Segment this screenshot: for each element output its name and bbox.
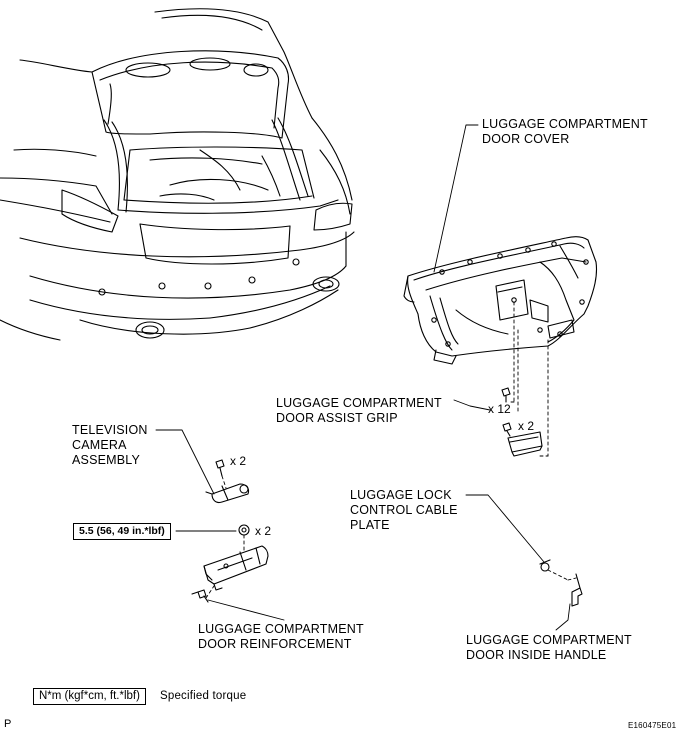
legend-box: N*m (kgf*cm, ft.*lbf) [33, 688, 146, 705]
label-tv-camera: TELEVISION CAMERA ASSEMBLY [72, 423, 148, 468]
qty-screws-grip: x 2 [518, 419, 535, 433]
label-line: LUGGAGE LOCK [350, 488, 452, 502]
label-line: DOOR ASSIST GRIP [276, 411, 398, 425]
label-line: DOOR COVER [482, 132, 570, 146]
assist-grip-illustration [501, 387, 543, 457]
legend-text: Specified torque [160, 690, 247, 702]
label-inside-handle: LUGGAGE COMPARTMENT DOOR INSIDE HANDLE [466, 633, 632, 663]
label-reinforcement: LUGGAGE COMPARTMENT DOOR REINFORCEMENT [198, 622, 364, 652]
figure-id: E160475E01 [628, 721, 677, 730]
label-line: DOOR INSIDE HANDLE [466, 648, 607, 662]
label-line: LUGGAGE COMPARTMENT [466, 633, 632, 647]
reinforcement-illustration [191, 524, 269, 603]
label-line: CAMERA [72, 438, 127, 452]
qty-screws-camera: x 2 [230, 454, 247, 468]
corner-letter: P [4, 718, 12, 730]
assembly-guide-lines [205, 301, 577, 599]
lock-plate-illustration [539, 559, 583, 607]
label-assist-grip: LUGGAGE COMPARTMENT DOOR ASSIST GRIP [276, 396, 442, 426]
label-lock-cable-plate: LUGGAGE LOCK CONTROL CABLE PLATE [350, 488, 458, 533]
leader-lines [155, 124, 571, 631]
label-line: DOOR REINFORCEMENT [198, 637, 352, 651]
label-door-cover: LUGGAGE COMPARTMENT DOOR COVER [482, 117, 648, 147]
label-line: CONTROL CABLE [350, 503, 458, 517]
label-line: TELEVISION [72, 423, 148, 437]
torque-spec-box: 5.5 (56, 49 in.*lbf) [73, 523, 171, 540]
label-line: LUGGAGE COMPARTMENT [198, 622, 364, 636]
qty-nuts-reinforcement: x 2 [255, 524, 272, 538]
tv-camera-illustration [205, 459, 250, 504]
label-line: ASSEMBLY [72, 453, 141, 467]
label-line: LUGGAGE COMPARTMENT [276, 396, 442, 410]
label-line: PLATE [350, 518, 390, 532]
label-line: LUGGAGE COMPARTMENT [482, 117, 648, 131]
car-rear-illustration [0, 8, 355, 341]
door-cover-illustration [403, 236, 598, 365]
qty-clips-cover: x 12 [488, 402, 511, 416]
